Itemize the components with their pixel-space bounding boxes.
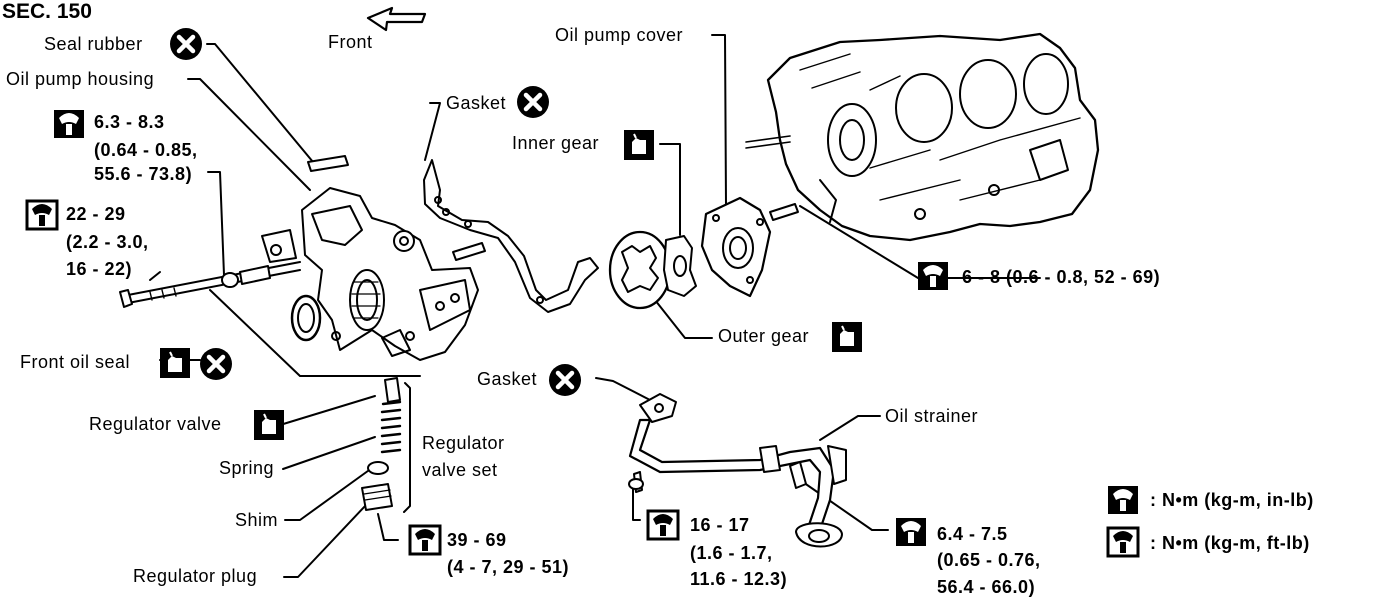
label-oil-pump-housing: Oil pump housing <box>6 69 155 89</box>
torque-ft-lb-icon <box>1106 526 1140 558</box>
torque-strainer-bolt: 16 - 17 <box>690 515 750 535</box>
legend-ft-lb: : N•m (kg-m, ft-lb) <box>1150 533 1310 553</box>
oil-can-icon <box>624 130 654 160</box>
label-oil-pump-cover: Oil pump cover <box>555 25 684 45</box>
lubricate-icons <box>160 130 862 440</box>
torque-in-lb-icon <box>896 518 926 546</box>
torque-housing-bolt: 6.3 - 8.3 <box>94 112 165 132</box>
replace-x-icon <box>200 348 232 380</box>
label-inner-gear: Inner gear <box>512 133 600 153</box>
replace-x-icon <box>517 86 549 118</box>
torque-regulator-plug: (4 - 7, 29 - 51) <box>447 557 570 577</box>
torque-housing-bolt: 55.6 - 73.8) <box>94 164 193 184</box>
torque-strainer-bracket: 56.4 - 66.0) <box>937 577 1036 597</box>
legend-in-lb: : N•m (kg-m, in-lb) <box>1150 490 1314 510</box>
oil-can-icon <box>254 410 284 440</box>
label-outer-gear: Outer gear <box>718 326 810 346</box>
oil-pump-housing <box>301 187 479 361</box>
label-seal-rubber: Seal rubber <box>44 34 143 54</box>
inner-gear <box>663 235 697 297</box>
label-gasket-upper: Gasket <box>446 93 507 113</box>
label-regulator-plug: Regulator plug <box>133 566 258 586</box>
oil-can-icon <box>832 322 862 352</box>
front-oil-seal <box>290 294 322 342</box>
torque-in-lb-icon <box>1108 486 1138 514</box>
replace-part-icons <box>170 28 581 396</box>
replace-x-icon <box>170 28 202 60</box>
torque-housing-bolt: (0.64 - 0.85, <box>94 140 198 160</box>
torque-ft-lb-icon <box>408 524 442 556</box>
torque-ft-lb-icon <box>646 509 680 541</box>
torque-strainer-bolt: 11.6 - 12.3) <box>690 569 788 589</box>
label-regulator-valve: Regulator valve <box>89 414 222 434</box>
torque-icons <box>25 110 1140 558</box>
torque-housing-stud: 22 - 29 <box>66 204 126 224</box>
label-oil-strainer: Oil strainer <box>885 406 979 426</box>
label-regulator-valve-set: Regulator <box>422 433 505 453</box>
upper-gasket <box>423 159 599 313</box>
front-arrow <box>366 6 427 32</box>
oil-can-icon <box>160 348 190 378</box>
front-direction-label: Front <box>328 32 373 52</box>
torque-housing-stud: (2.2 - 3.0, <box>66 232 149 252</box>
torque-regulator-plug: 39 - 69 <box>447 530 507 550</box>
outer-gear <box>608 230 672 310</box>
label-regulator-valve-set: valve set <box>422 460 498 480</box>
torque-strainer-bolt: (1.6 - 1.7, <box>690 543 773 563</box>
torque-strainer-bracket: 6.4 - 7.5 <box>937 524 1008 544</box>
torque-strainer-bracket: (0.65 - 0.76, <box>937 550 1041 570</box>
label-spring: Spring <box>219 458 275 478</box>
torque-in-lb-icon <box>918 262 948 290</box>
replace-x-icon <box>549 364 581 396</box>
label-shim: Shim <box>235 510 279 530</box>
torque-cover-bolt: 6 - 8 (0.6 - 0.8, 52 - 69) <box>962 267 1161 287</box>
torque-in-lb-icon <box>54 110 84 138</box>
torque-housing-stud: 16 - 22) <box>66 259 133 279</box>
section-number: SEC. 150 <box>2 0 92 23</box>
torque-ft-lb-icon <box>25 199 59 231</box>
label-front-oil-seal: Front oil seal <box>20 352 131 372</box>
label-gasket-lower: Gasket <box>477 369 538 389</box>
